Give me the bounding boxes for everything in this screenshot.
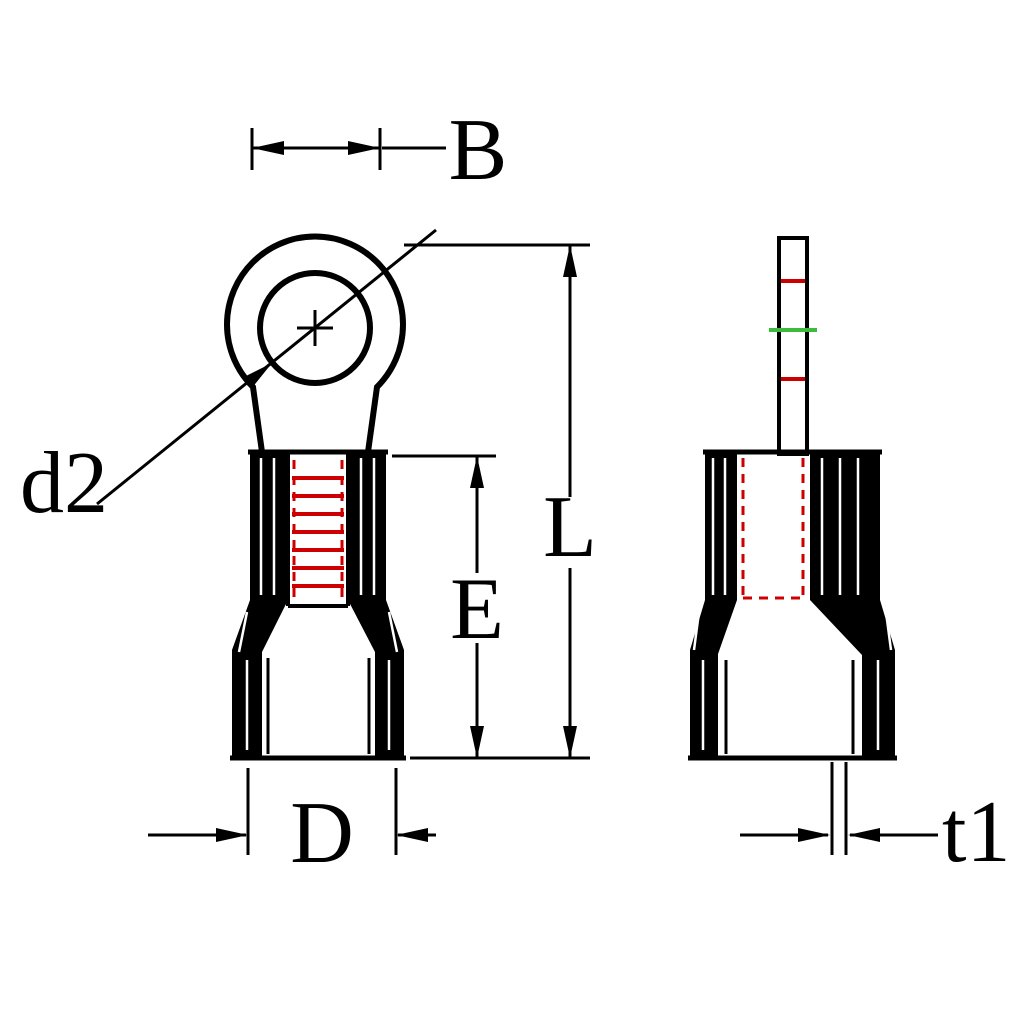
b-arrowhead-right [348,141,380,155]
dimension-label-e: E [450,561,504,658]
dimension-B: B [250,102,508,199]
dimension-t1: t1 [740,762,1010,881]
dimension-label-d2: d2 [20,435,108,532]
sleeve-right-wall-side [810,452,895,756]
sleeve-right-wall [348,452,404,756]
d-arrowhead-left [216,828,248,842]
wall-stripe [692,611,701,651]
dimension-label-l: L [543,479,597,576]
wall-stripe [387,611,399,653]
b-arrowhead-left [252,141,284,155]
dimension-E: E [392,454,504,758]
dimension-label-t1: t1 [942,784,1010,881]
wall-stripe [237,611,249,653]
dimension-D: D [148,768,436,882]
tab-outline [777,236,809,456]
front-view [224,233,406,761]
l-arrowhead-top [563,245,577,277]
dimension-L: L [404,243,597,760]
t1-arrowhead-left [798,828,830,842]
wall-stripe [884,611,893,651]
dimension-label-b: B [449,102,508,199]
dimension-label-d: D [290,785,354,882]
side-view [688,236,897,761]
dimension-d2: d2 [20,228,437,532]
e-arrowhead-bottom [470,726,484,758]
l-arrowhead-bottom [563,726,577,758]
e-arrowhead-top [470,456,484,488]
d2-arrowhead [244,363,272,387]
